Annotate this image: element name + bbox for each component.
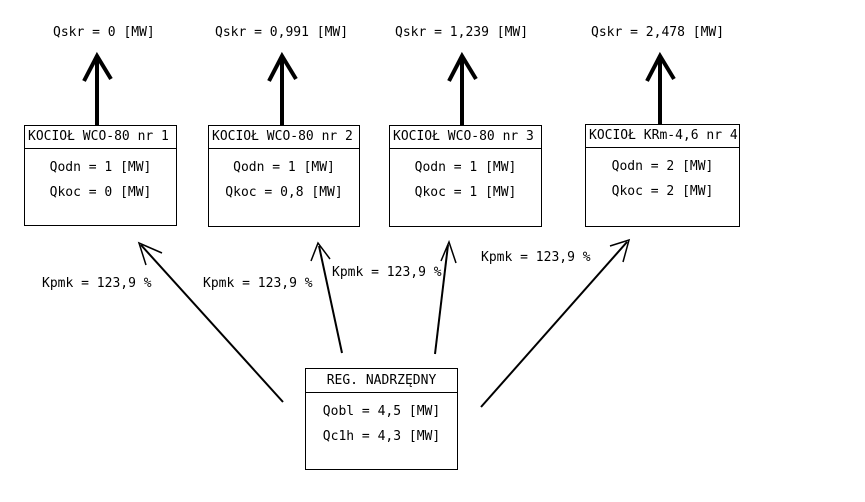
boiler-4-title: KOCIOŁ KRm-4,6 nr 4 — [586, 125, 739, 148]
boiler-box-3: KOCIOŁ WCO-80 nr 3 Qodn = 1 [MW] Qkoc = … — [389, 125, 542, 227]
kpmk-value-boiler1: Kpmk = 123,9 % — [42, 276, 152, 291]
boiler-3-qkoc-value: Qkoc = 1 [MW] — [414, 185, 517, 200]
arrow-boiler2-to-qskr2 — [267, 51, 298, 126]
arrow-reg-to-boiler1 — [137, 241, 284, 403]
regulator-qobl-value: Qobl = 4,5 [MW] — [322, 404, 441, 419]
boiler-box-1: KOCIOŁ WCO-80 nr 1 Qodn = 1 [MW] Qkoc = … — [24, 125, 177, 226]
boiler-1-title: KOCIOŁ WCO-80 nr 1 — [25, 126, 176, 149]
boiler-2-title: KOCIOŁ WCO-80 nr 2 — [209, 126, 359, 149]
boiler-2-qodn-value: Qodn = 1 [MW] — [233, 160, 335, 175]
boiler-box-4: KOCIOŁ KRm-4,6 nr 4 Qodn = 2 [MW] Qkoc =… — [585, 124, 740, 227]
boiler-box-2: KOCIOŁ WCO-80 nr 2 Qodn = 1 [MW] Qkoc = … — [208, 125, 360, 227]
qskr-value-boiler2: Qskr = 0,991 [MW] — [215, 25, 349, 40]
arrow-reg-to-boiler3 — [434, 239, 457, 355]
regulator-qc1h-value: Qc1h = 4,3 [MW] — [322, 429, 441, 444]
arrow-boiler4-to-qskr4 — [645, 51, 676, 124]
boiler-3-qodn-value: Qodn = 1 [MW] — [414, 160, 517, 175]
kpmk-value-boiler3: Kpmk = 123,9 % — [332, 265, 442, 280]
kpmk-value-boiler4: Kpmk = 123,9 % — [481, 250, 591, 265]
kpmk-value-boiler2: Kpmk = 123,9 % — [203, 276, 313, 291]
qskr-value-boiler1: Qskr = 0 [MW] — [53, 25, 155, 40]
qskr-value-boiler4: Qskr = 2,478 [MW] — [591, 25, 725, 40]
boiler-1-qkoc-value: Qkoc = 0 [MW] — [49, 185, 152, 200]
arrow-boiler1-to-qskr1 — [82, 51, 113, 125]
boiler-2-qkoc-value: Qkoc = 0,8 [MW] — [225, 185, 343, 200]
boiler-4-qkoc-value: Qkoc = 2 [MW] — [611, 184, 714, 199]
arrow-boiler3-to-qskr3 — [447, 51, 478, 125]
boiler-1-qodn-value: Qodn = 1 [MW] — [49, 160, 152, 175]
boiler-4-qodn-value: Qodn = 2 [MW] — [611, 159, 714, 174]
regulator-title: REG. NADRZĘDNY — [306, 369, 457, 393]
regulator-box: REG. NADRZĘDNY Qobl = 4,5 [MW] Qc1h = 4,… — [305, 368, 458, 470]
boiler-3-title: KOCIOŁ WCO-80 nr 3 — [390, 126, 541, 149]
arrow-reg-to-boiler4 — [480, 238, 631, 408]
arrow-reg-to-boiler2 — [310, 241, 343, 354]
qskr-value-boiler3: Qskr = 1,239 [MW] — [395, 25, 529, 40]
